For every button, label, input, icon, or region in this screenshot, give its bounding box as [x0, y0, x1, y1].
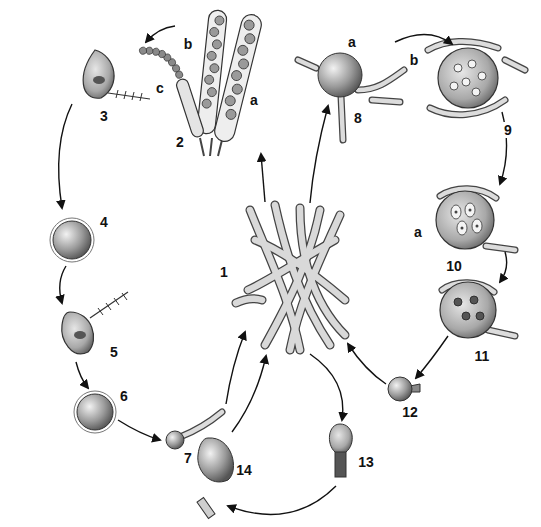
spore-12 — [388, 377, 420, 401]
club-13 — [329, 424, 352, 477]
part-letter: b — [408, 52, 421, 68]
cycle-arrows — [59, 26, 507, 514]
part-letter: a — [248, 92, 260, 108]
cell-3 — [83, 50, 150, 101]
callout-number: 3 — [98, 108, 110, 124]
part-letter: a — [412, 224, 424, 240]
callout-number: 5 — [108, 344, 120, 360]
callout-number: 6 — [118, 388, 130, 404]
fruiting-body-9 — [428, 41, 525, 114]
callout-number: 13 — [356, 454, 376, 470]
part-letter: b — [182, 36, 195, 52]
fruiting-body-11 — [440, 282, 515, 338]
callout-number: 12 — [400, 404, 420, 420]
fruiting-body-10 — [436, 189, 515, 250]
callout-number: 9 — [502, 122, 514, 138]
part-letter: c — [154, 80, 166, 96]
part-letter: a — [346, 34, 358, 50]
callout-number: 1 — [218, 264, 230, 280]
mycelium — [236, 205, 345, 350]
callout-number: 7 — [182, 450, 194, 466]
callout-number: 8 — [352, 110, 364, 126]
spore-6 — [74, 391, 116, 433]
callout-number: 11 — [473, 348, 492, 364]
sphere-8 — [298, 53, 404, 140]
spore-4 — [50, 218, 94, 262]
callout-number: 2 — [174, 134, 186, 150]
asci-group — [139, 9, 264, 156]
callout-number: 14 — [234, 462, 254, 478]
callout-number: 4 — [98, 214, 110, 230]
callout-number: 10 — [444, 258, 464, 274]
